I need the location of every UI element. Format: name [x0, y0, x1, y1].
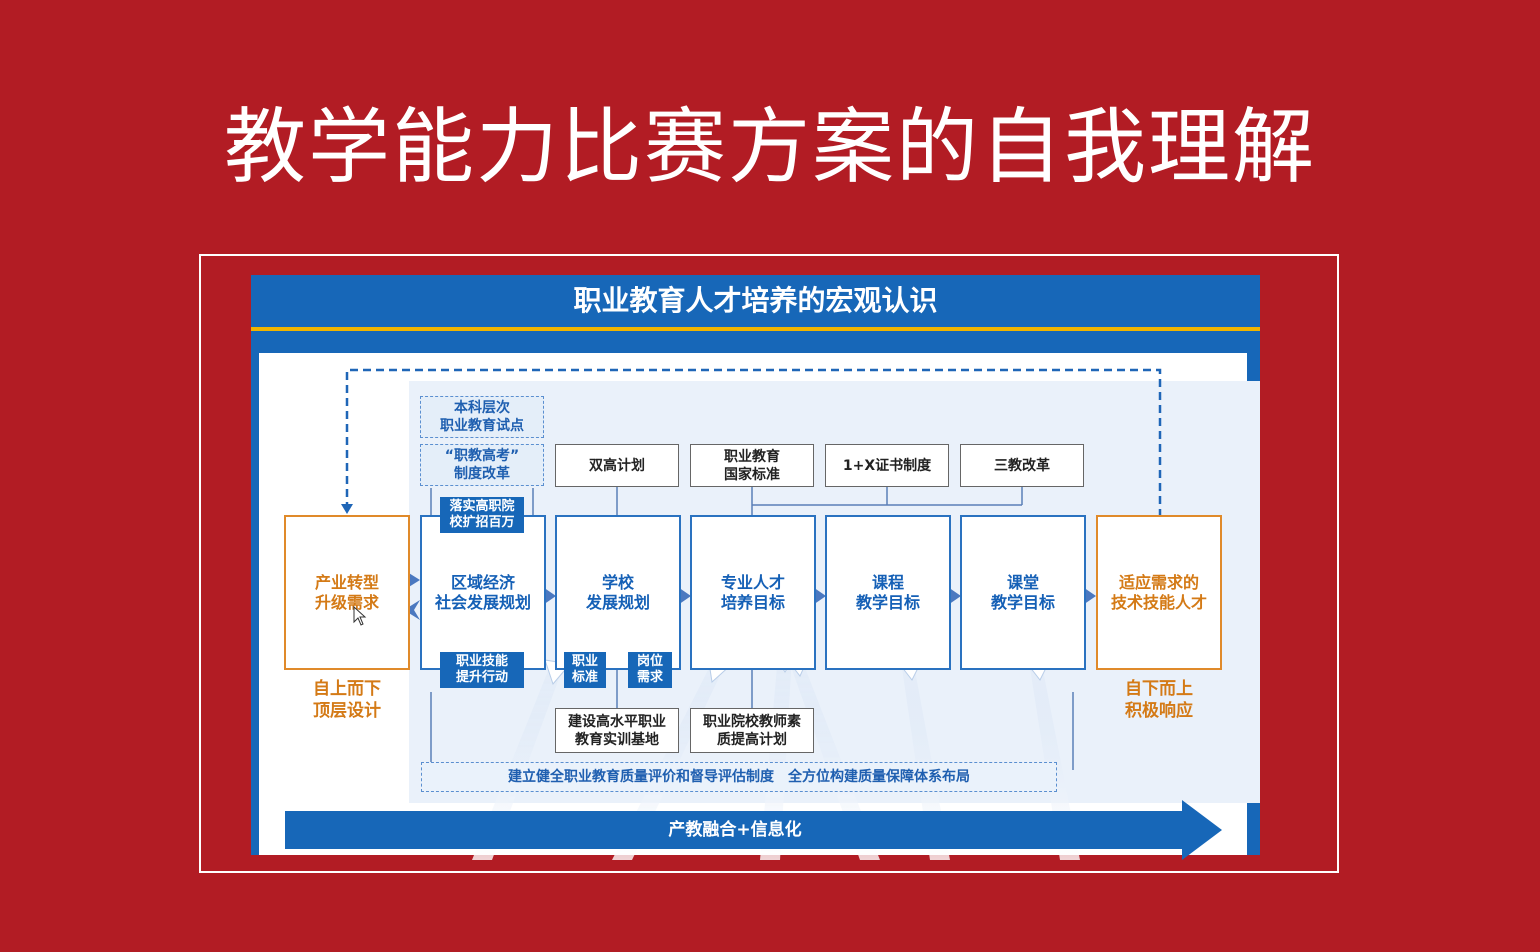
teacher-quality-box: 职业院校教师素 质提高计划: [690, 708, 814, 753]
mouse-cursor-icon: [353, 606, 367, 626]
quality-assurance-bar: 建立健全职业教育质量评价和督导评估制度 全方位构建质量保障体系布局: [421, 762, 1057, 792]
post-demand-tag: 岗位 需求: [628, 652, 672, 688]
bottom-up-caption: 自下而上 积极响应: [1125, 679, 1193, 721]
panel-title: 职业教育人才培养的宏观认识: [251, 275, 1260, 331]
skills-action-tag: 职业技能 提升行动: [440, 652, 524, 688]
slide-title: 教学能力比赛方案的自我理解: [223, 100, 1316, 195]
classroom-goal-box: 课堂 教学目标: [960, 515, 1086, 670]
feedback-loop-line: [345, 368, 1162, 515]
bottom-arrow-shape: [285, 800, 1222, 860]
top-down-caption: 自上而下 顶层设计: [313, 679, 381, 721]
course-goal-box: 课程 教学目标: [825, 515, 951, 670]
industry-demand-box: 产业转型 升级需求: [284, 515, 410, 670]
regional-planning-box: 区域经济 社会发展规划: [420, 515, 546, 670]
feedback-loop-arrow: [341, 504, 353, 514]
three-reforms-box: 三教改革: [960, 444, 1084, 487]
enrollment-expansion-tag: 落实高职院 校扩招百万: [440, 497, 524, 533]
one-plus-x-box: 1+X证书制度: [825, 444, 949, 487]
undergrad-pilot-box: 本科层次 职业教育试点: [420, 396, 544, 438]
double-high-box: 双高计划: [555, 444, 679, 487]
talent-goal-box: 专业人才 培养目标: [690, 515, 816, 670]
national-standard-box: 职业教育 国家标准: [690, 444, 814, 487]
flow-arrow-1b: [404, 600, 420, 620]
occupation-standard-tag: 职业 标准: [564, 652, 606, 688]
skilled-talent-box: 适应需求的 技术技能人才: [1096, 515, 1222, 670]
bottom-arrow-label: 产教融合+信息化: [668, 820, 802, 840]
image-frame: [199, 254, 1339, 873]
beam-3: [760, 655, 792, 860]
school-planning-box: 学校 发展规划: [555, 515, 681, 670]
gaokao-reform-box: “职教高考” 制度改革: [420, 444, 544, 486]
training-base-box: 建设高水平职业 教育实训基地: [555, 708, 679, 753]
